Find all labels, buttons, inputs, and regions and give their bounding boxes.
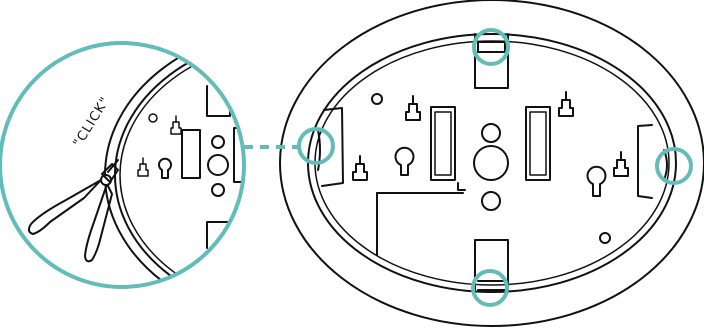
hole-small-lower-right xyxy=(599,232,611,244)
latch-callout-bottom xyxy=(471,269,509,307)
zoom-screw-post-lower xyxy=(137,157,149,177)
left-latch-tab xyxy=(317,107,344,187)
latch-callout-top xyxy=(472,28,510,66)
latch-callout-left xyxy=(297,127,335,165)
screw-post-right xyxy=(613,151,629,177)
top-latch-tab xyxy=(474,33,509,89)
screw-post-left xyxy=(352,155,368,181)
bottom-latch-tab xyxy=(474,239,509,293)
zoom-slot-left xyxy=(181,129,201,179)
hole-center xyxy=(473,145,509,181)
inner-rim-inner xyxy=(314,40,670,286)
center-slot-left xyxy=(430,106,456,181)
screw-post-upper-right xyxy=(558,91,574,117)
zoom-hole-bottom xyxy=(211,183,225,197)
keyhole-right xyxy=(586,165,607,197)
keyhole-left xyxy=(394,146,415,176)
zoom-circle xyxy=(0,41,246,289)
center-slot-right xyxy=(525,106,551,181)
screw-post-upper-left xyxy=(405,95,421,121)
zoom-screw-post-upper xyxy=(170,115,182,135)
zoom-hole-center xyxy=(207,154,229,176)
hole-bottom xyxy=(481,191,501,211)
right-latch-tab xyxy=(637,124,668,199)
zoom-hole-top xyxy=(211,135,225,149)
zoom-keyhole xyxy=(158,157,172,179)
zoom-rim-inner xyxy=(119,43,244,287)
pliers-icon xyxy=(27,159,119,263)
pliers-pivot xyxy=(100,174,112,186)
outer-rim xyxy=(279,0,704,327)
zoom-detail: "CLICK" xyxy=(0,41,246,289)
hole-top xyxy=(481,123,501,143)
hole-small-upper-left xyxy=(371,93,383,105)
mounting-plate xyxy=(279,0,704,327)
latch-callout-right xyxy=(655,147,693,185)
zoom-hole-small xyxy=(148,113,158,123)
